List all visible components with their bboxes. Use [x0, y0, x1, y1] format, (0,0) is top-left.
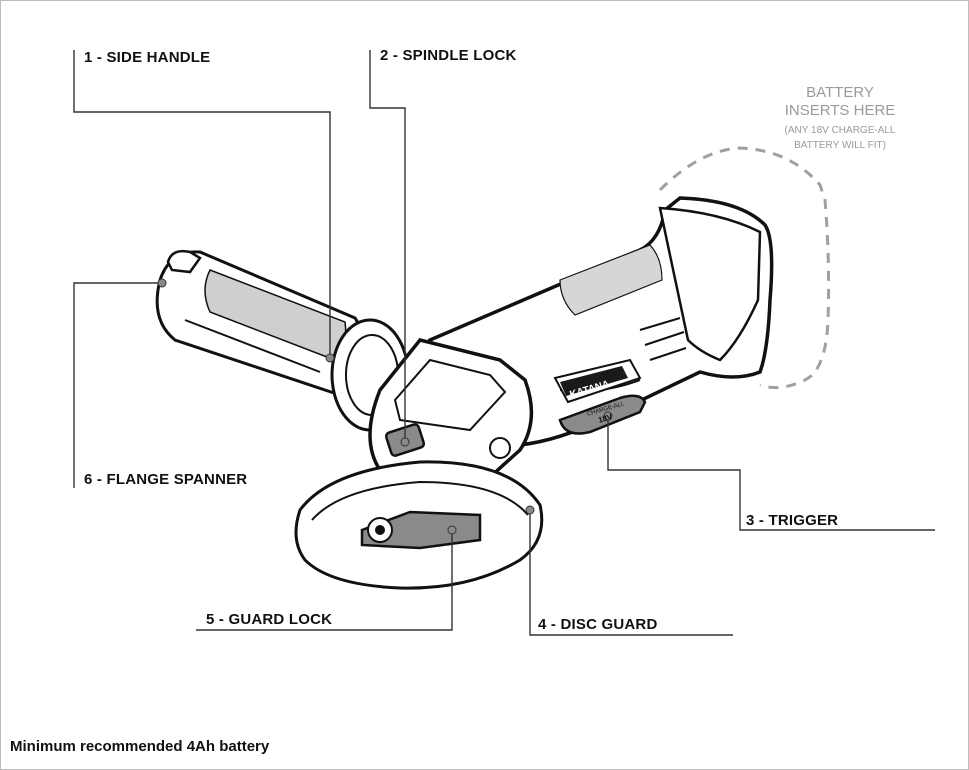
battery-note-line1: BATTERY [806, 84, 874, 101]
leader-disc-guard [529, 512, 733, 636]
callout-trigger: 3 - TRIGGER [746, 512, 839, 529]
disc-guard-shape [294, 460, 544, 590]
leader-guard-lock [196, 532, 453, 631]
battery-outline [658, 146, 831, 390]
leader-trigger [607, 418, 935, 531]
battery-note-line2: INSERTS HERE [784, 102, 896, 119]
callout-spindle-lock: 2 - SPINDLE LOCK [380, 47, 517, 64]
callout-guard-lock: 5 - GUARD LOCK [206, 611, 333, 628]
leader-lines [73, 50, 935, 636]
callout-disc-guard: 4 - DISC GUARD [538, 616, 658, 633]
leader-side-handle [73, 50, 331, 355]
brand-voltage: 18V [597, 412, 614, 425]
callout-flange-spanner: 6 - FLANGE SPANNER [84, 471, 248, 488]
battery-note-line4: BATTERY WILL FIT) [794, 140, 886, 151]
callout-side-handle: 1 - SIDE HANDLE [84, 49, 211, 66]
leader-spindle-lock [369, 50, 406, 440]
footer-note: Minimum recommended 4Ah battery [10, 738, 270, 755]
leader-flange-spanner [73, 282, 160, 488]
battery-note-line3: (ANY 18V CHARGE-ALL [784, 125, 896, 136]
battery-note: BATTERY INSERTS HERE (ANY 18V CHARGE-ALL… [770, 84, 910, 153]
gear-head [330, 318, 534, 497]
trigger-shape [558, 394, 647, 435]
leader-dots [157, 278, 613, 535]
